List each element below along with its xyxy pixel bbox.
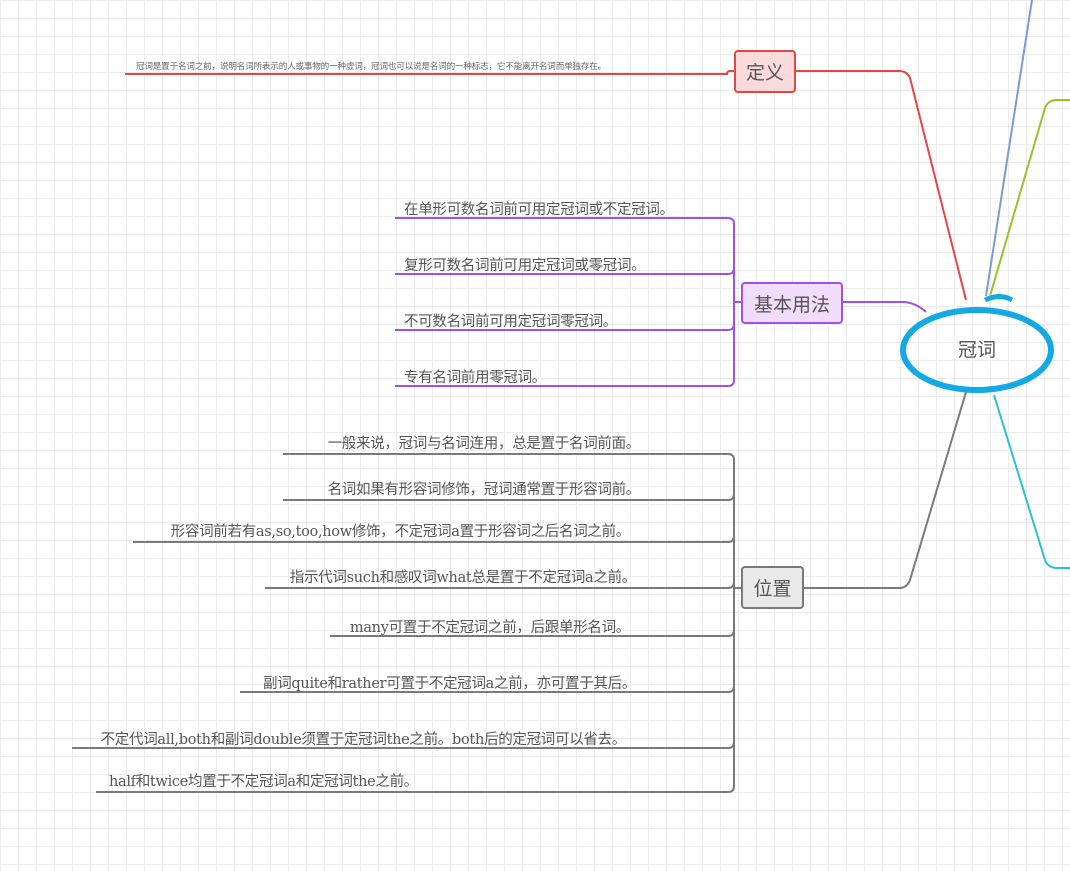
position-item-2-text: 形容词前若有as,so,too,how修饰，不定冠词a置于形容词之后名词之前。 [170,524,631,540]
usage-item-1[interactable]: 复形可数名词前可用定冠词或零冠词。 [404,254,646,275]
topic-definition[interactable]: 定义 [734,50,796,93]
branch-line-position [804,391,967,589]
central-topic[interactable]: 冠词 [902,306,1052,390]
position-item-5[interactable]: 副词quite和rather可置于不定冠词a之前，亦可置于其后。 [263,672,636,693]
position-item-5-text: 副词quite和rather可置于不定冠词a之前，亦可置于其后。 [263,676,636,692]
usage-item-0[interactable]: 在单形可数名词前可用定冠词或不定冠词。 [404,198,674,219]
branch-line-definition [796,70,967,301]
position-item-7[interactable]: half和twice均置于不定冠词a和定冠词the之前。 [109,770,418,791]
position-item-4[interactable]: many可置于不定冠词之前，后跟单形名词。 [350,616,630,637]
central-topic-outline [900,307,1054,393]
position-item-7-text: half和twice均置于不定冠词a和定冠词the之前。 [108,774,418,790]
central-outline-tail [983,294,1014,303]
leaf-line-definition [125,70,734,75]
topic-usage[interactable]: 基本用法 [741,282,843,324]
branch-line-offscreen-cyan [993,394,1070,569]
usage-item-3-text: 专有名词前用零冠词。 [404,370,546,386]
topic-position[interactable]: 位置 [741,566,804,609]
branch-line-usage [843,301,927,313]
position-item-0-text: 一般来说，冠词与名词连用，总是置于名词前面。 [327,436,641,452]
position-bracket [72,453,741,793]
usage-item-2-text: 不可数名词前可用定冠词零冠词。 [404,314,617,330]
position-item-1[interactable]: 名词如果有形容词修饰，冠词通常置于形容词前。 [327,478,641,499]
position-item-6[interactable]: 不定代词all,both和副词double须置于定冠词the之前。both后的定… [100,728,627,749]
position-item-4-text: many可置于不定冠词之前，后跟单形名词。 [349,620,630,636]
position-item-3-text: 指示代词such和感叹词what总是置于不定冠词a之前。 [289,570,637,586]
usage-item-2[interactable]: 不可数名词前可用定冠词零冠词。 [404,310,617,331]
central-topic-label: 冠词 [957,338,996,361]
usage-item-0-text: 在单形可数名词前可用定冠词或不定冠词。 [404,202,674,218]
position-item-0[interactable]: 一般来说，冠词与名词连用，总是置于名词前面。 [327,432,641,453]
usage-bracket [395,217,741,387]
position-item-6-text: 不定代词all,both和副词double须置于定冠词the之前。both后的定… [100,732,627,748]
position-item-2[interactable]: 形容词前若有as,so,too,how修饰，不定冠词a置于形容词之后名词之前。 [170,520,631,541]
branch-line-offscreen-green [989,99,1070,297]
position-item-1-text: 名词如果有形容词修饰，冠词通常置于形容词前。 [327,482,641,498]
definition-item-0[interactable]: 冠词是置于名词之前，说明名词所表示的人或事物的一种虚词，冠词也可以说是名词的一种… [136,60,606,72]
position-item-3[interactable]: 指示代词such和感叹词what总是置于不定冠词a之前。 [289,566,637,587]
definition-item-0-text: 冠词是置于名词之前，说明名词所表示的人或事物的一种虚词，冠词也可以说是名词的一种… [136,62,607,72]
topic-definition-label: 定义 [745,62,784,84]
usage-item-1-text: 复形可数名词前可用定冠词或零冠词。 [404,258,646,274]
topic-usage-label: 基本用法 [753,293,830,316]
branch-line-offscreen-blue [985,0,1033,297]
usage-item-3[interactable]: 专有名词前用零冠词。 [404,366,546,387]
topic-position-label: 位置 [753,578,792,600]
